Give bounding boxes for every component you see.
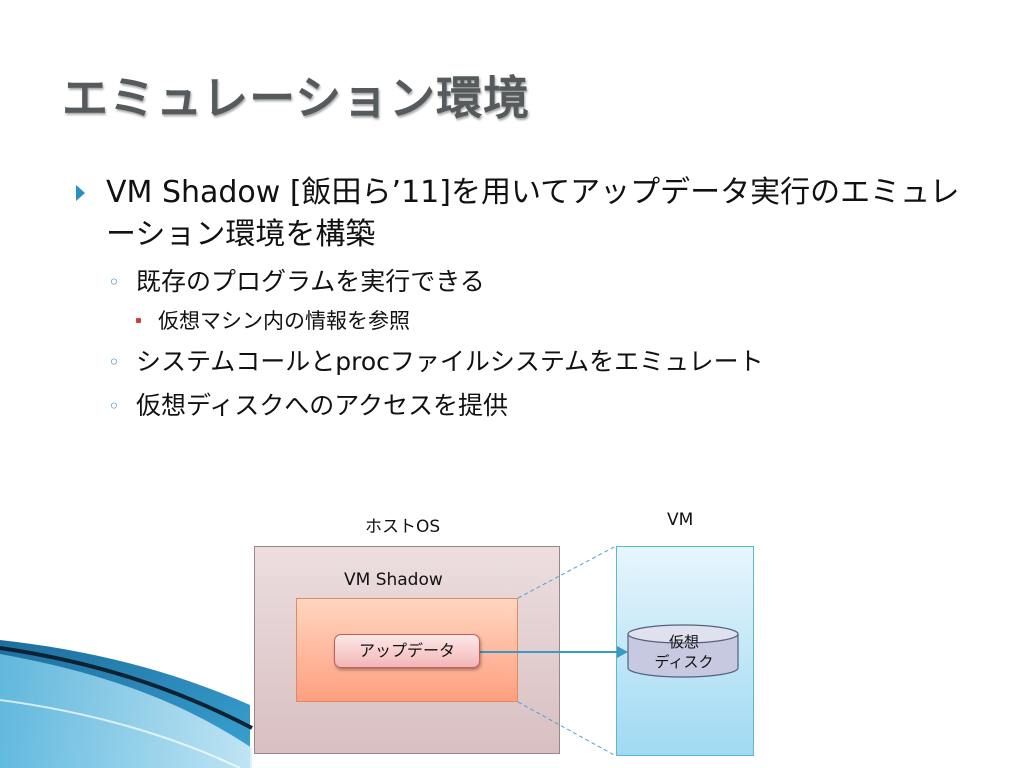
ring-bullet-icon: ◦ — [108, 350, 120, 374]
virtual-disk-label: 仮想 ディスク — [630, 632, 738, 672]
bullet-list: VM Shadow [飯田ら’11]を用いてアップデータ実行のエミュレーション環… — [76, 172, 976, 424]
ring-bullet-icon: ◦ — [108, 394, 120, 418]
triangle-right-icon — [76, 185, 85, 201]
bullet-sub-1: ◦ 既存のプログラムを実行できる — [106, 264, 976, 300]
bullet-main-text: VM Shadow [飯田ら’11]を用いてアップデータ実行のエミュレーション環… — [106, 175, 960, 252]
virtual-disk-label-line1: 仮想 — [668, 633, 699, 651]
mapping-line-bottom — [517, 701, 617, 757]
virtual-disk-label-line2: ディスク — [654, 653, 714, 671]
bullet-sub-2: ◦ システムコールとprocファイルシステムをエミュレート — [106, 344, 976, 380]
disk-cylinder-icon — [627, 624, 739, 678]
bullet-sub-1-child-text: 仮想マシン内の情報を参照 — [158, 309, 410, 333]
square-bullet-icon — [136, 318, 141, 323]
ring-bullet-icon: ◦ — [108, 270, 120, 294]
bullet-sub-3: ◦ 仮想ディスクへのアクセスを提供 — [106, 388, 976, 424]
app-data-box: アップデータ — [334, 634, 480, 668]
bullet-sub-1-child: 仮想マシン内の情報を参照 — [132, 306, 976, 336]
mapping-line-top — [517, 545, 617, 599]
bullet-sub-3-text: 仮想ディスクへのアクセスを提供 — [136, 391, 509, 420]
vm-shadow-label: VM Shadow — [344, 570, 443, 590]
host-os-label: ホストOS — [365, 517, 441, 537]
bullet-sub-2-text: システムコールとprocファイルシステムをエミュレート — [136, 347, 764, 376]
bullet-sub-1-text: 既存のプログラムを実行できる — [136, 267, 485, 296]
bullet-main: VM Shadow [飯田ら’11]を用いてアップデータ実行のエミュレーション環… — [76, 172, 976, 256]
vm-label: VM — [667, 510, 694, 530]
slide-title: エミュレーション環境 — [62, 71, 531, 125]
arrow-head-icon — [617, 646, 628, 658]
